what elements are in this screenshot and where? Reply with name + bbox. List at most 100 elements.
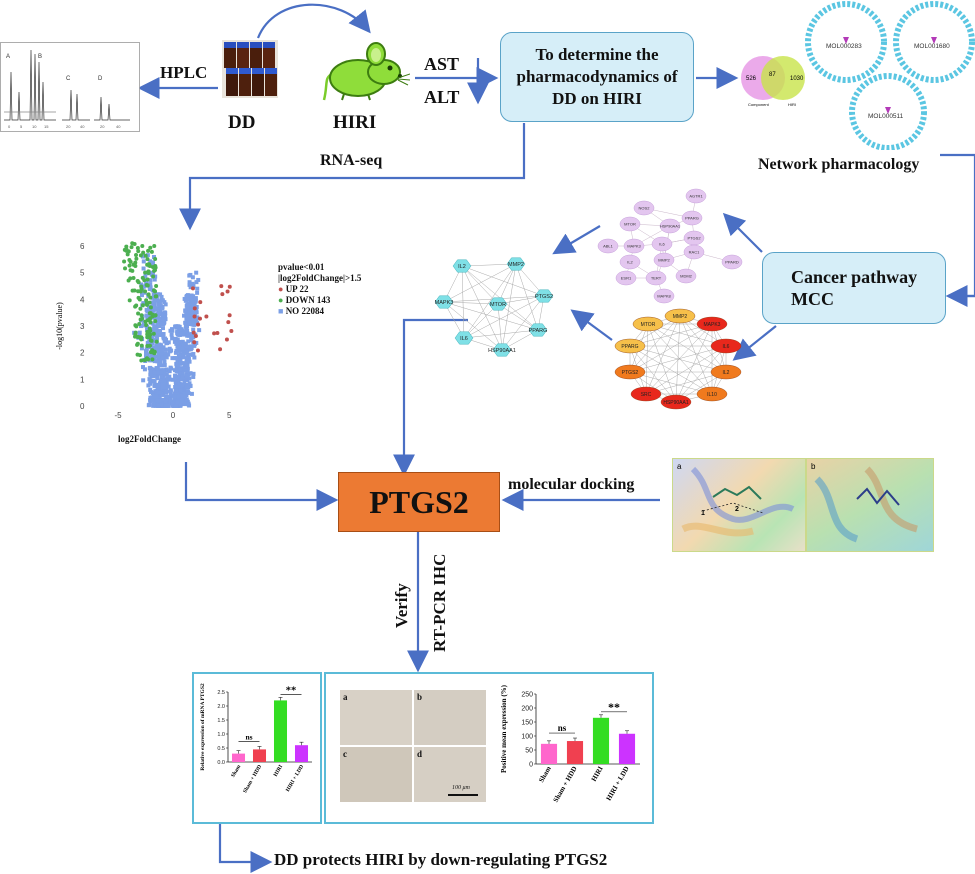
- ppi-cyan-edge: [461, 265, 503, 351]
- volcano-point-no: [154, 307, 159, 312]
- volcano-point-down: [146, 357, 151, 362]
- volcano-point-no: [177, 384, 182, 389]
- volcano-point-up: [215, 330, 220, 335]
- volcano-ytick: 3: [80, 322, 85, 331]
- volcano-point-no: [185, 366, 190, 371]
- mcc-edge: [679, 315, 713, 395]
- bar: [566, 741, 584, 764]
- volcano-point-no: [186, 391, 191, 396]
- svg-text:40: 40: [116, 124, 121, 129]
- dd-bottles-image: [222, 40, 278, 98]
- ppi-cyan-label: PPARG: [529, 328, 548, 334]
- ppi-cyan-edge: [463, 329, 539, 339]
- bar: [252, 749, 267, 762]
- volcano-point-no: [150, 327, 155, 332]
- volcano-point-no: [144, 279, 149, 284]
- mcc-edge: [629, 323, 713, 373]
- volcano-point-no: [174, 369, 179, 374]
- ns-label: ns: [245, 732, 252, 741]
- volcano-point-no: [157, 357, 162, 362]
- volcano-point-no: [154, 335, 159, 340]
- volcano-point-no: [163, 400, 168, 405]
- volcano-point-no: [172, 398, 177, 403]
- volcano-point-down: [153, 319, 158, 324]
- volcano-point-no: [157, 311, 162, 316]
- mcc-label: HSP90AA1: [663, 400, 689, 406]
- ppi-purple-label: PTGS2: [687, 236, 701, 241]
- volcano-point-no: [159, 294, 164, 299]
- ppi-purple-label: MAPK8: [657, 294, 671, 299]
- volcano-point-no: [165, 376, 170, 381]
- volcano-point-down: [146, 271, 151, 276]
- volcano-point-down: [140, 303, 145, 308]
- volcano-point-down: [150, 357, 155, 362]
- volcano-point-down: [136, 249, 141, 254]
- volcano-point-no: [156, 385, 161, 390]
- ppi-cyan-node: HSP90AA1: [488, 343, 516, 357]
- volcano-point-no: [152, 370, 157, 375]
- venn-diagram: 526 87 1030 Component HIRI: [738, 52, 808, 108]
- ptgs2-box: PTGS2: [338, 472, 500, 532]
- volcano-point-up: [227, 284, 232, 289]
- volcano-point-down: [139, 313, 144, 318]
- volcano-point-no: [179, 331, 184, 336]
- volcano-xlabel: log2FoldChange: [118, 434, 182, 444]
- volcano-point-down: [131, 275, 136, 280]
- volcano-point-no: [180, 370, 185, 375]
- volcano-point-down: [134, 256, 139, 261]
- volcano-point-no: [170, 328, 175, 333]
- volcano-point-no: [141, 259, 146, 264]
- volcano-point-no: [139, 324, 144, 329]
- docking-image-a: a 1 2: [672, 458, 806, 552]
- volcano-point-no: [154, 403, 159, 408]
- volcano-point-no: [185, 330, 190, 335]
- volcano-point-no: [160, 306, 165, 311]
- volcano-point-no: [189, 332, 194, 337]
- volcano-point-no: [168, 400, 173, 405]
- ppi-purple-label: HSP90AA1: [660, 224, 681, 229]
- x-category-label: HIRI: [273, 764, 284, 778]
- venn-left-count: 526: [746, 76, 757, 82]
- volcano-point-no: [185, 306, 190, 311]
- volcano-point-no: [152, 298, 157, 303]
- ppi-purple-node: HSP90AA1: [659, 218, 681, 234]
- ihc-image-d: d 100 μm: [414, 747, 486, 802]
- volcano-point-no: [197, 328, 202, 333]
- volcano-point-no: [148, 378, 153, 383]
- volcano-point-no: [175, 362, 180, 367]
- volcano-point-no: [158, 332, 163, 337]
- bar: [592, 717, 610, 764]
- volcano-ytick: 1: [80, 375, 85, 384]
- volcano-point-no: [143, 274, 148, 279]
- volcano-point-no: [145, 327, 150, 332]
- cancer-box-line2: MCC: [791, 289, 834, 309]
- volcano-point-no: [173, 350, 178, 355]
- volcano-point-no: [164, 367, 169, 372]
- mcc-edge: [645, 323, 713, 395]
- volcano-point-no: [185, 344, 190, 349]
- volcano-point-no: [194, 270, 199, 275]
- volcano-point-no: [149, 390, 154, 395]
- volcano-point-no: [145, 253, 150, 258]
- volcano-point-down: [127, 298, 132, 303]
- mcc-node: MAPK3: [696, 316, 728, 332]
- volcano-point-down: [146, 248, 151, 253]
- mcc-edge: [675, 345, 727, 403]
- volcano-point-down: [133, 334, 138, 339]
- volcano-point-no: [191, 283, 196, 288]
- volcano-point-down: [141, 250, 146, 255]
- ppi-purple-node: TERT: [645, 270, 667, 286]
- hiri-label: HIRI: [333, 112, 377, 133]
- volcano-point-no: [168, 390, 173, 395]
- volcano-point-down: [146, 292, 151, 297]
- network-pharmacology-label: Network pharmacology: [758, 156, 920, 173]
- svg-text:20: 20: [66, 124, 71, 129]
- volcano-point-no: [188, 285, 193, 290]
- volcano-point-no: [186, 356, 191, 361]
- volcano-point-down: [139, 358, 144, 363]
- volcano-point-no: [157, 317, 162, 322]
- y-tick-label: 200: [521, 705, 533, 712]
- mcc-label: IL6: [723, 344, 730, 350]
- volcano-point-no: [159, 344, 164, 349]
